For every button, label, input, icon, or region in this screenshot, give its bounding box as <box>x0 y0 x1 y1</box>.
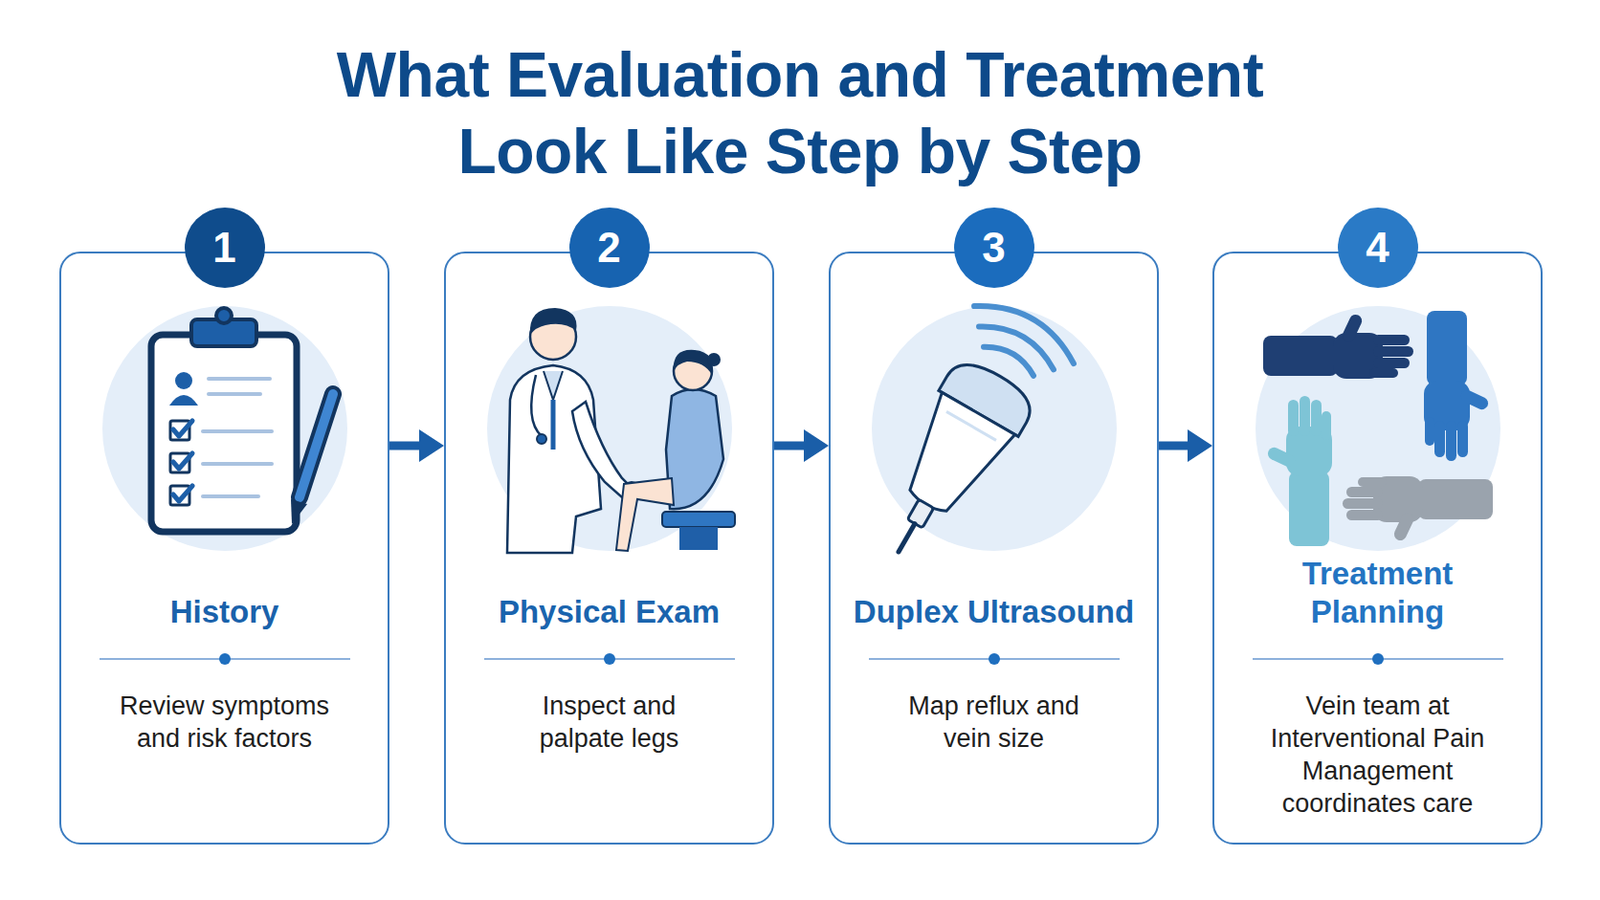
arrow-shaft <box>389 442 422 451</box>
step-number: 4 <box>1365 226 1389 269</box>
arrow-shaft <box>1158 442 1190 451</box>
arrow-shaft <box>774 442 806 451</box>
step-number: 2 <box>597 226 621 269</box>
step-card: Physical ExamInspect and palpate legs2 <box>444 251 775 845</box>
step-description: Map reflux and vein size <box>895 689 1092 756</box>
step-heading: Physical Exam <box>451 593 768 632</box>
step-number-badge: 2 <box>569 207 650 289</box>
flow-arrow <box>774 429 829 463</box>
step-number-badge: 4 <box>1337 207 1419 289</box>
step-description: Inspect and palpate legs <box>511 689 708 756</box>
arrow-head <box>1187 429 1213 463</box>
flow-arrow <box>389 429 445 463</box>
step-card: Treatment PlanningVein team at Intervent… <box>1212 251 1543 845</box>
step-number-badge: 1 <box>184 207 266 289</box>
step-heading: Duplex Ultrasound <box>836 593 1153 632</box>
step-heading: History <box>66 593 383 632</box>
step-heading: Treatment Planning <box>1258 555 1498 632</box>
step-description: Review symptoms and risk factors <box>105 689 345 756</box>
arrow-head <box>419 429 445 463</box>
step-number: 1 <box>212 226 236 269</box>
step-number: 3 <box>981 226 1005 269</box>
diagram-title: What Evaluation and Treatment Look Like … <box>297 36 1303 190</box>
step-card: HistoryReview symptoms and risk factors1 <box>59 251 390 845</box>
flow-arrow <box>1158 429 1213 463</box>
step-number-badge: 3 <box>954 207 1035 289</box>
step-description: Vein team at Interventional Pain Managem… <box>1255 689 1500 821</box>
step-card: Duplex UltrasoundMap reflux and vein siz… <box>828 251 1159 845</box>
arrow-head <box>803 429 829 463</box>
